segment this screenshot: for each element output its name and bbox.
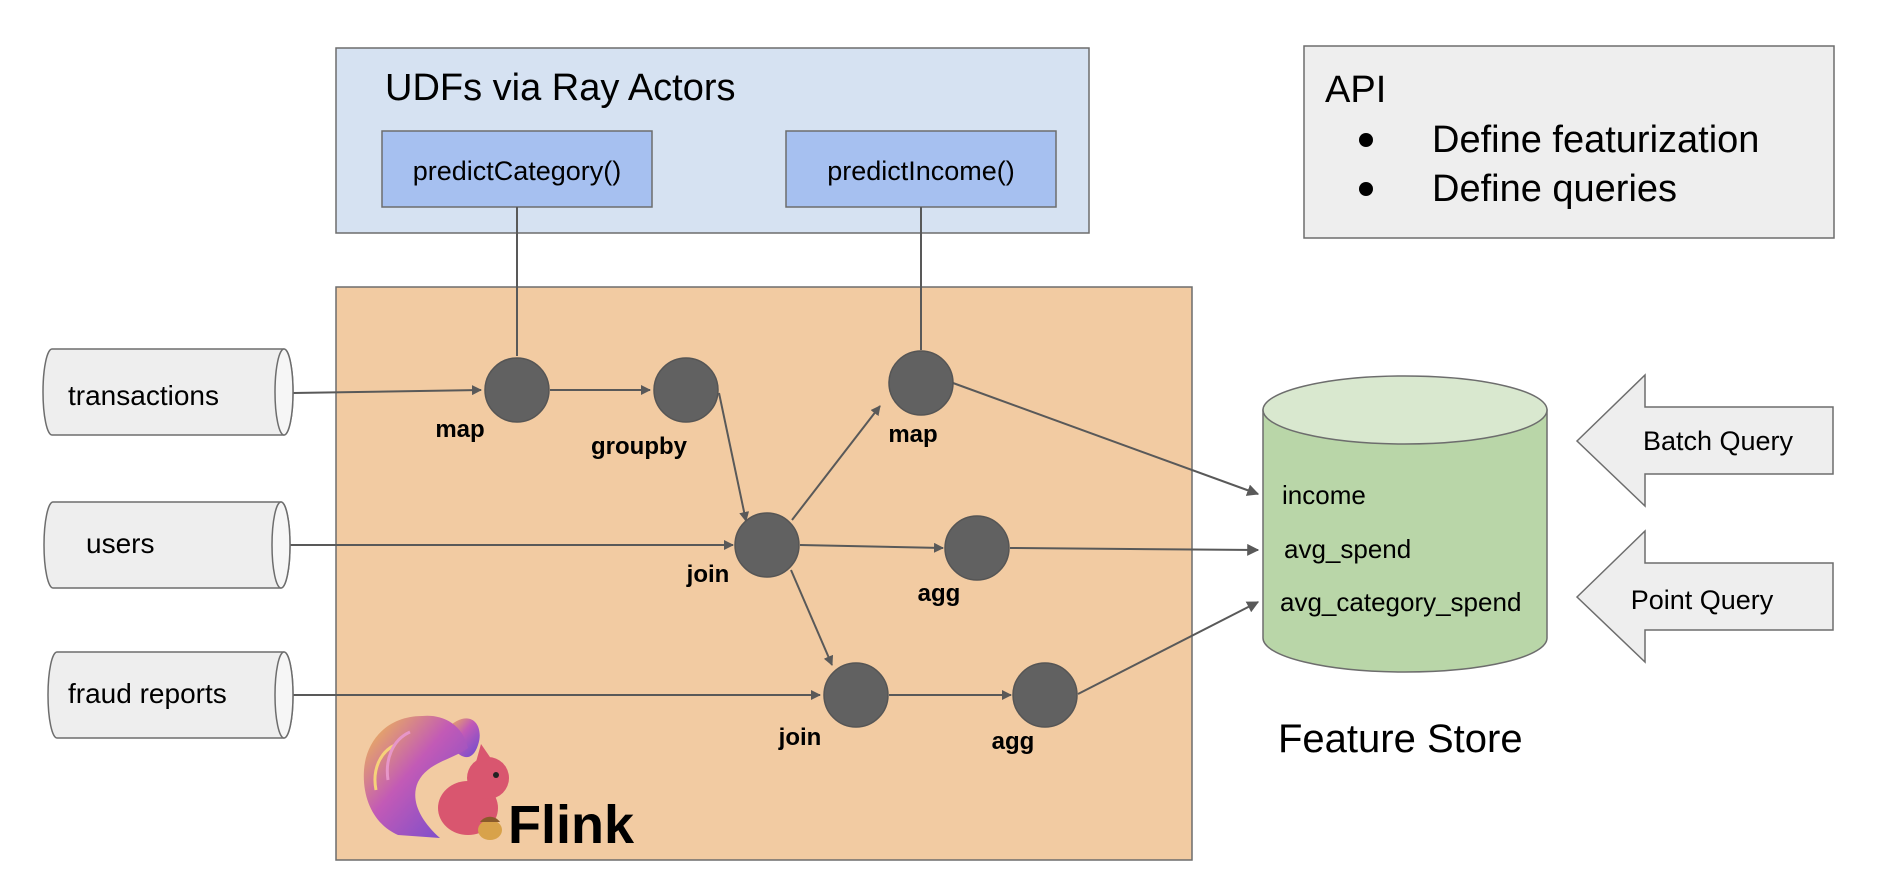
feature-name: income <box>1282 480 1366 510</box>
udf-predict-category: predictCategory() <box>381 130 653 208</box>
point-query-arrow: Point Query <box>1575 529 1834 664</box>
flink-logo-text: Flink <box>508 795 635 855</box>
query-label: Point Query <box>1631 585 1774 615</box>
operator-label: map <box>888 421 937 448</box>
query-label: Batch Query <box>1643 426 1794 456</box>
operator-label: groupby <box>591 433 688 460</box>
edge-agg-store <box>1077 601 1260 695</box>
batch-query-arrow: Batch Query <box>1575 373 1834 508</box>
operator-groupby: groupby <box>591 357 719 460</box>
feature-store-caption: Feature Store <box>1278 717 1523 761</box>
source-label: users <box>86 528 154 559</box>
edge-groupby-join <box>718 392 750 522</box>
operator-map-1: map <box>435 357 550 443</box>
operator-join-2: join <box>778 662 889 751</box>
edge-map-store <box>952 382 1260 496</box>
squirrel-icon <box>363 715 509 840</box>
source-label: fraud reports <box>68 678 227 709</box>
feature-store-top <box>1262 375 1548 445</box>
operator-label: join <box>778 724 822 751</box>
api-bullet: Define queries <box>1432 168 1677 210</box>
operator-node <box>734 512 800 578</box>
operator-node <box>944 515 1010 581</box>
edge-join-map <box>791 405 881 521</box>
feature-name: avg_category_spend <box>1280 587 1521 617</box>
api-bullet: Define featurization <box>1432 119 1759 161</box>
udf-label: predictIncome() <box>827 156 1015 186</box>
operator-node <box>484 357 550 423</box>
bullet-dot <box>1359 133 1373 147</box>
operator-label: agg <box>918 580 961 607</box>
operator-agg-1: agg <box>918 515 1010 607</box>
api-panel: API Define featurization Define queries <box>1303 45 1835 239</box>
udf-box <box>381 130 653 208</box>
operator-node <box>823 662 889 728</box>
query-arrow-shape <box>1575 373 1834 508</box>
operator-node <box>1012 662 1078 728</box>
edge-agg-store <box>1009 543 1260 556</box>
source-users: users <box>43 501 291 589</box>
operator-agg-2: agg <box>992 662 1078 755</box>
source-label: transactions <box>68 380 219 411</box>
feature-store-body <box>1262 409 1548 673</box>
operator-map-2: map <box>888 350 954 448</box>
operator-join-1: join <box>686 512 800 588</box>
edge-join-agg <box>799 542 944 553</box>
udf-panel-title: UDFs via Ray Actors <box>385 67 736 109</box>
api-panel-bg <box>1303 45 1835 239</box>
api-panel-title: API <box>1325 69 1386 111</box>
feature-store: income avg_spend avg_category_spend <box>1262 375 1548 673</box>
operator-label: map <box>435 416 484 443</box>
udf-panel: UDFs via Ray Actors predictCategory() pr… <box>335 47 1090 234</box>
operator-node <box>888 350 954 416</box>
operator-label: join <box>686 561 730 588</box>
edge-transactions-map <box>292 385 482 396</box>
udf-box <box>785 130 1057 208</box>
query-arrow-shape <box>1575 529 1834 664</box>
edge-join-join <box>790 569 834 666</box>
udf-label: predictCategory() <box>413 156 622 186</box>
source-transactions: transactions <box>42 348 294 436</box>
operator-node <box>653 357 719 423</box>
feature-name: avg_spend <box>1284 534 1411 564</box>
source-fraud-reports: fraud reports <box>47 651 294 739</box>
dataflow-edges <box>290 382 1260 700</box>
operator-label: agg <box>992 728 1035 755</box>
bullet-dot <box>1359 182 1373 196</box>
flink-logo: Flink <box>363 715 635 855</box>
udf-predict-income: predictIncome() <box>785 130 1057 208</box>
